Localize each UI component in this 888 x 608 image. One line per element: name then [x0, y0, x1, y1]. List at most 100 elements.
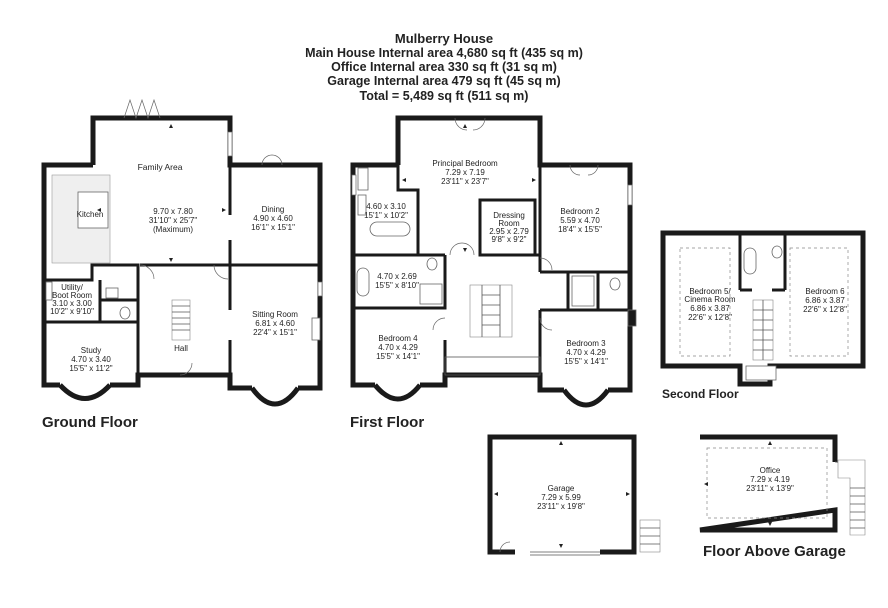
bedroom4-dims-metric: 4.70 x 4.29: [378, 343, 418, 352]
principal-door: [449, 242, 475, 256]
utility-label: Utility/: [61, 283, 84, 292]
family-window: [227, 131, 233, 157]
sitting-window: [317, 281, 323, 297]
second-bath-walls: [738, 233, 787, 292]
bedroom3-north-walls: [540, 270, 630, 312]
bedroom2-dims-metric: 5.59 x 4.70: [560, 216, 600, 225]
office-dims-imperial: 23'11" x 13'9": [746, 484, 794, 493]
office-area: Office Internal area 330 sq ft (31 sq m): [331, 60, 557, 74]
sitting-fireplace: [311, 317, 321, 341]
study-dims-imperial: 15'5" x 11'2": [69, 364, 112, 373]
office-plan: Office 7.29 x 4.19 23'11" x 13'9" Floor …: [699, 434, 866, 560]
dining-dims-metric: 4.90 x 4.60: [253, 214, 293, 223]
bed2-french-doors: [569, 164, 599, 176]
study-dims-metric: 4.70 x 3.40: [71, 355, 111, 364]
principal-dims-metric: 7.29 x 7.19: [445, 168, 485, 177]
bedroom5-label: Bedroom 5/: [689, 287, 731, 296]
utility-dims-metric: 3.10 x 3.00: [52, 299, 92, 308]
family-area-label: Family Area: [138, 162, 183, 172]
family-wc: [426, 257, 438, 271]
bedroom3-dims-imperial: 15'5" x 14'1": [564, 357, 608, 366]
bedroom4-dims-imperial: 15'5" x 14'1": [376, 352, 420, 361]
dining-french-doors: [261, 154, 283, 166]
bed2-ensuite-wc: [609, 277, 621, 291]
dressing-label: Dressing: [493, 211, 525, 220]
bedroom6-dims-metric: 6.86 x 3.87: [805, 296, 845, 305]
second-outer-walls: [660, 230, 866, 387]
office-external-stairs: [837, 459, 866, 536]
cinema-room-label: Cinema Room: [684, 295, 735, 304]
bedroom3-bay-window: [561, 388, 611, 408]
ground-dim-arrows: [97, 124, 226, 262]
garage-dims-imperial: 23'11" x 19'8": [537, 502, 585, 511]
family-shower: [419, 283, 443, 305]
kitchen-island: [77, 191, 109, 229]
bed5-eaves-line: [679, 247, 731, 357]
ground-wc: [119, 306, 131, 320]
office-label: Office: [760, 466, 781, 475]
main-dims-imperial: 31'10" x 25'7": [149, 216, 197, 225]
office-walls: [699, 434, 838, 533]
office-dims-metric: 7.29 x 4.19: [750, 475, 790, 484]
study-bay-window: [58, 383, 112, 401]
bedroom5-dims-metric: 6.86 x 3.87: [690, 304, 730, 313]
second-bath: [743, 247, 757, 275]
dressing-dims-imperial: 9'8" x 9'2": [492, 235, 527, 244]
boot-room-label: Boot Room: [52, 291, 92, 300]
garage-stair-treads: [640, 527, 660, 545]
bedroom6-label: Bedroom 6: [805, 287, 845, 296]
dimension-arrows: [97, 124, 772, 548]
principal-label: Principal Bedroom: [432, 159, 498, 168]
ensuite-wall: [353, 165, 420, 257]
ground-stair-treads: [172, 305, 190, 331]
ensuite-window: [351, 174, 357, 196]
bath-dims-imperial: 15'5" x 8'10": [375, 281, 419, 290]
main-dims-metric: 9.70 x 7.80: [153, 207, 193, 216]
total-area: Total = 5,489 sq ft (511 sq m): [360, 89, 529, 103]
bedroom4-label: Bedroom 4: [378, 334, 418, 343]
bed2-ensuite-shower: [571, 275, 595, 307]
principal-french-doors: [454, 117, 486, 131]
bedroom6-dims-imperial: 22'6" x 12'8": [803, 305, 847, 314]
utility-sink: [45, 281, 53, 301]
plan-title: Mulberry House: [395, 31, 493, 46]
bed2-window: [627, 184, 633, 206]
main-dims-note: (Maximum): [153, 225, 193, 234]
sitting-dims-imperial: 22'4" x 15'1": [253, 328, 297, 337]
bedroom2-label: Bedroom 2: [560, 207, 600, 216]
kitchen-label: Kitchen: [77, 210, 104, 219]
bedroom5-dims-imperial: 22'6" x 12'8": [688, 313, 732, 322]
first-stairwell: [469, 284, 513, 338]
chimney-breast: [627, 309, 637, 327]
first-floor-label: First Floor: [350, 414, 424, 431]
ground-basin: [105, 287, 119, 299]
family-bath: [356, 267, 370, 297]
utility-wall: [44, 263, 140, 375]
bed6-eaves-line: [789, 247, 849, 357]
sitting-dims-metric: 6.81 x 4.60: [255, 319, 295, 328]
main-house-area: Main House Internal area 4,680 sq ft (43…: [305, 46, 583, 60]
second-landing-window: [745, 365, 777, 381]
first-floor-plan: Principal Bedroom 7.29 x 7.19 23'11" x 2…: [350, 115, 637, 431]
bifold-doors: [123, 98, 161, 120]
bedroom4-bay-window: [373, 383, 422, 402]
ensuite-dims-metric: 4.60 x 3.10: [366, 202, 406, 211]
second-floor-plan: Bedroom 5/ Cinema Room 6.86 x 3.87 22'6"…: [660, 230, 866, 401]
utility-dims-imperial: 10'2" x 9'10": [50, 307, 94, 316]
garage-dims-metric: 7.29 x 5.99: [541, 493, 581, 502]
garage-door: [530, 551, 600, 556]
ground-floor-plan: Family Area Kitchen 9.70 x 7.80 31'10" x…: [41, 98, 323, 431]
ground-floor-label: Ground Floor: [42, 414, 138, 431]
floor-above-garage-label: Floor Above Garage: [703, 543, 846, 560]
garage-area: Garage Internal area 479 sq ft (45 sq m): [327, 74, 560, 88]
bath-dims-metric: 4.70 x 2.69: [377, 272, 417, 281]
principal-dims-imperial: 23'11" x 23'7": [441, 177, 489, 186]
wc-wall: [98, 280, 138, 322]
study-label: Study: [81, 346, 101, 355]
garage-plan: Garage 7.29 x 5.99 23'11" x 19'8": [487, 434, 661, 556]
garage-side-door: [499, 541, 511, 553]
ensuite-vanity: [357, 194, 367, 216]
sitting-label: Sitting Room: [252, 310, 298, 319]
